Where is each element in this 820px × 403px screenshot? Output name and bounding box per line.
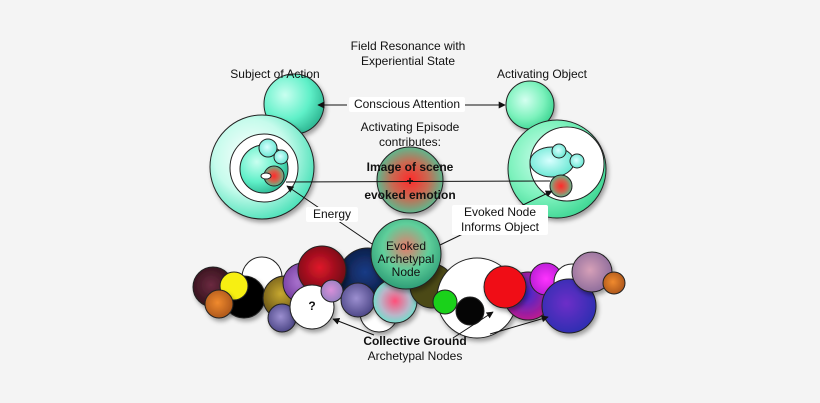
subject-title: Subject of Action bbox=[230, 67, 320, 81]
archetypal-line-2: Archetypal bbox=[377, 252, 435, 266]
unknown-node-mark: ? bbox=[308, 299, 316, 313]
episode-node-label: Image of scene + evoked emotion bbox=[350, 160, 470, 202]
episode-node-line-1: Image of scene bbox=[366, 160, 454, 174]
episode-node-line-3: evoked emotion bbox=[364, 188, 456, 202]
ground-arrow-mid bbox=[452, 311, 494, 339]
activating-object-figure bbox=[505, 80, 607, 219]
collective-ground-line-1: Collective Ground bbox=[363, 334, 467, 348]
episode-link-line bbox=[285, 180, 551, 183]
evoked-node-line-1: Evoked Node bbox=[463, 205, 537, 219]
title-line-2: Experiential State bbox=[360, 54, 456, 68]
ground-node-orange-left bbox=[204, 289, 234, 319]
evoked-node-label: Evoked Node Informs Object bbox=[452, 205, 548, 235]
episode-node bbox=[376, 146, 444, 214]
ground-arrow-right bbox=[489, 315, 549, 335]
archetypal-node bbox=[370, 218, 442, 290]
ground-arrow-left bbox=[332, 318, 375, 336]
object-red-core bbox=[549, 174, 573, 198]
diagram-title: Field Resonance with Experiential State bbox=[318, 39, 498, 69]
archetypal-line-3: Node bbox=[391, 265, 421, 279]
object-inner-small-b bbox=[569, 153, 585, 169]
subject-inner-top bbox=[258, 138, 278, 158]
ground-node-lilac bbox=[320, 279, 344, 303]
archetypal-node-label: Evoked Archetypal Node bbox=[366, 240, 446, 279]
subject-inner-right bbox=[273, 149, 289, 165]
episode-caption: Activating Episode contributes: bbox=[340, 120, 480, 150]
energy-label: Energy bbox=[306, 207, 358, 222]
ground-node-purple bbox=[541, 278, 597, 334]
ground-node-green bbox=[432, 289, 458, 315]
collective-ground-line-2: Archetypal Nodes bbox=[367, 349, 463, 363]
subject-white-dot bbox=[260, 172, 272, 180]
collective-ground-label: Collective Ground Archetypal Nodes bbox=[345, 334, 485, 364]
episode-caption-line-1: Activating Episode bbox=[360, 120, 460, 134]
subject-of-action-figure bbox=[209, 73, 325, 220]
archetypal-line-1: Evoked bbox=[385, 239, 427, 253]
conscious-attention-label: Conscious Attention bbox=[349, 97, 465, 112]
object-inner-small-a bbox=[551, 143, 567, 159]
ground-node-red-bright bbox=[483, 265, 527, 309]
episode-caption-line-2: contributes: bbox=[378, 135, 442, 149]
ground-node-orange-right bbox=[602, 271, 626, 295]
ground-node-black-right bbox=[455, 296, 485, 326]
collective-ground-cluster bbox=[192, 245, 626, 339]
evoked-node-line-2: Informs Object bbox=[460, 220, 540, 234]
title-line-1: Field Resonance with bbox=[350, 39, 466, 53]
episode-node-line-2: + bbox=[406, 174, 414, 188]
object-title: Activating Object bbox=[496, 67, 588, 81]
ground-node-blue-grey bbox=[340, 282, 376, 318]
